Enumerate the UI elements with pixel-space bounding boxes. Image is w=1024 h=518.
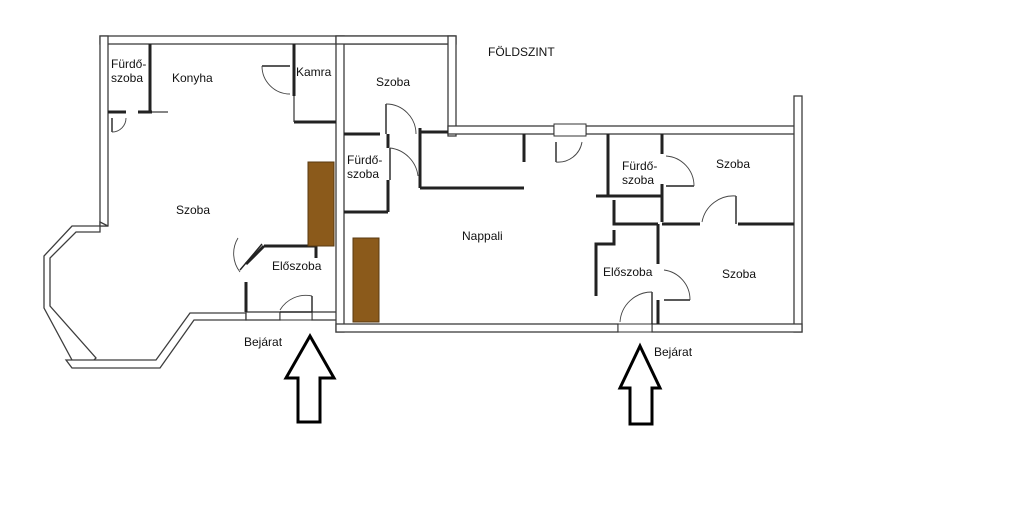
room-label-szoba-east-bottom: Szoba <box>722 267 756 281</box>
room-label-kamra: Kamra <box>296 65 332 79</box>
arrow-up-outline-icon <box>283 332 337 424</box>
arrow-up-outline-icon <box>617 342 663 426</box>
room-label-eloszoba-west: Előszoba <box>272 259 322 273</box>
room-label-szoba-east-top: Szoba <box>716 157 750 171</box>
room-label-nappali: Nappali <box>462 229 503 243</box>
room-label-furdoszoba-east: Fürdő- szoba <box>622 159 661 187</box>
room-label-furdoszoba-center-line1: Fürdő- <box>347 153 382 167</box>
east-outer-walls <box>335 35 803 333</box>
entrance-label-right: Bejárat <box>654 345 693 359</box>
room-label-furdoszoba-left: Fürdő- szoba <box>111 57 150 85</box>
staircase-center <box>352 237 380 323</box>
room-label-szoba-center-top: Szoba <box>376 75 410 89</box>
room-label-furdoszoba-center: Fürdő- szoba <box>347 153 386 181</box>
entrance-label-left: Bejárat <box>244 335 283 349</box>
room-label-furdoszoba-east-line2: szoba <box>622 173 654 187</box>
room-label-konyha: Konyha <box>172 71 213 85</box>
room-label-furdoszoba-left-line2: szoba <box>111 71 143 85</box>
room-label-furdoszoba-east-line1: Fürdő- <box>622 159 657 173</box>
room-label-furdoszoba-left-line1: Fürdő- <box>111 57 146 71</box>
floor-title: FÖLDSZINT <box>488 45 555 59</box>
staircase-west <box>307 161 335 247</box>
room-label-szoba-west: Szoba <box>176 203 210 217</box>
room-label-eloszoba-east: Előszoba <box>603 265 653 279</box>
doors <box>111 65 737 333</box>
room-label-furdoszoba-center-line2: szoba <box>347 167 379 181</box>
